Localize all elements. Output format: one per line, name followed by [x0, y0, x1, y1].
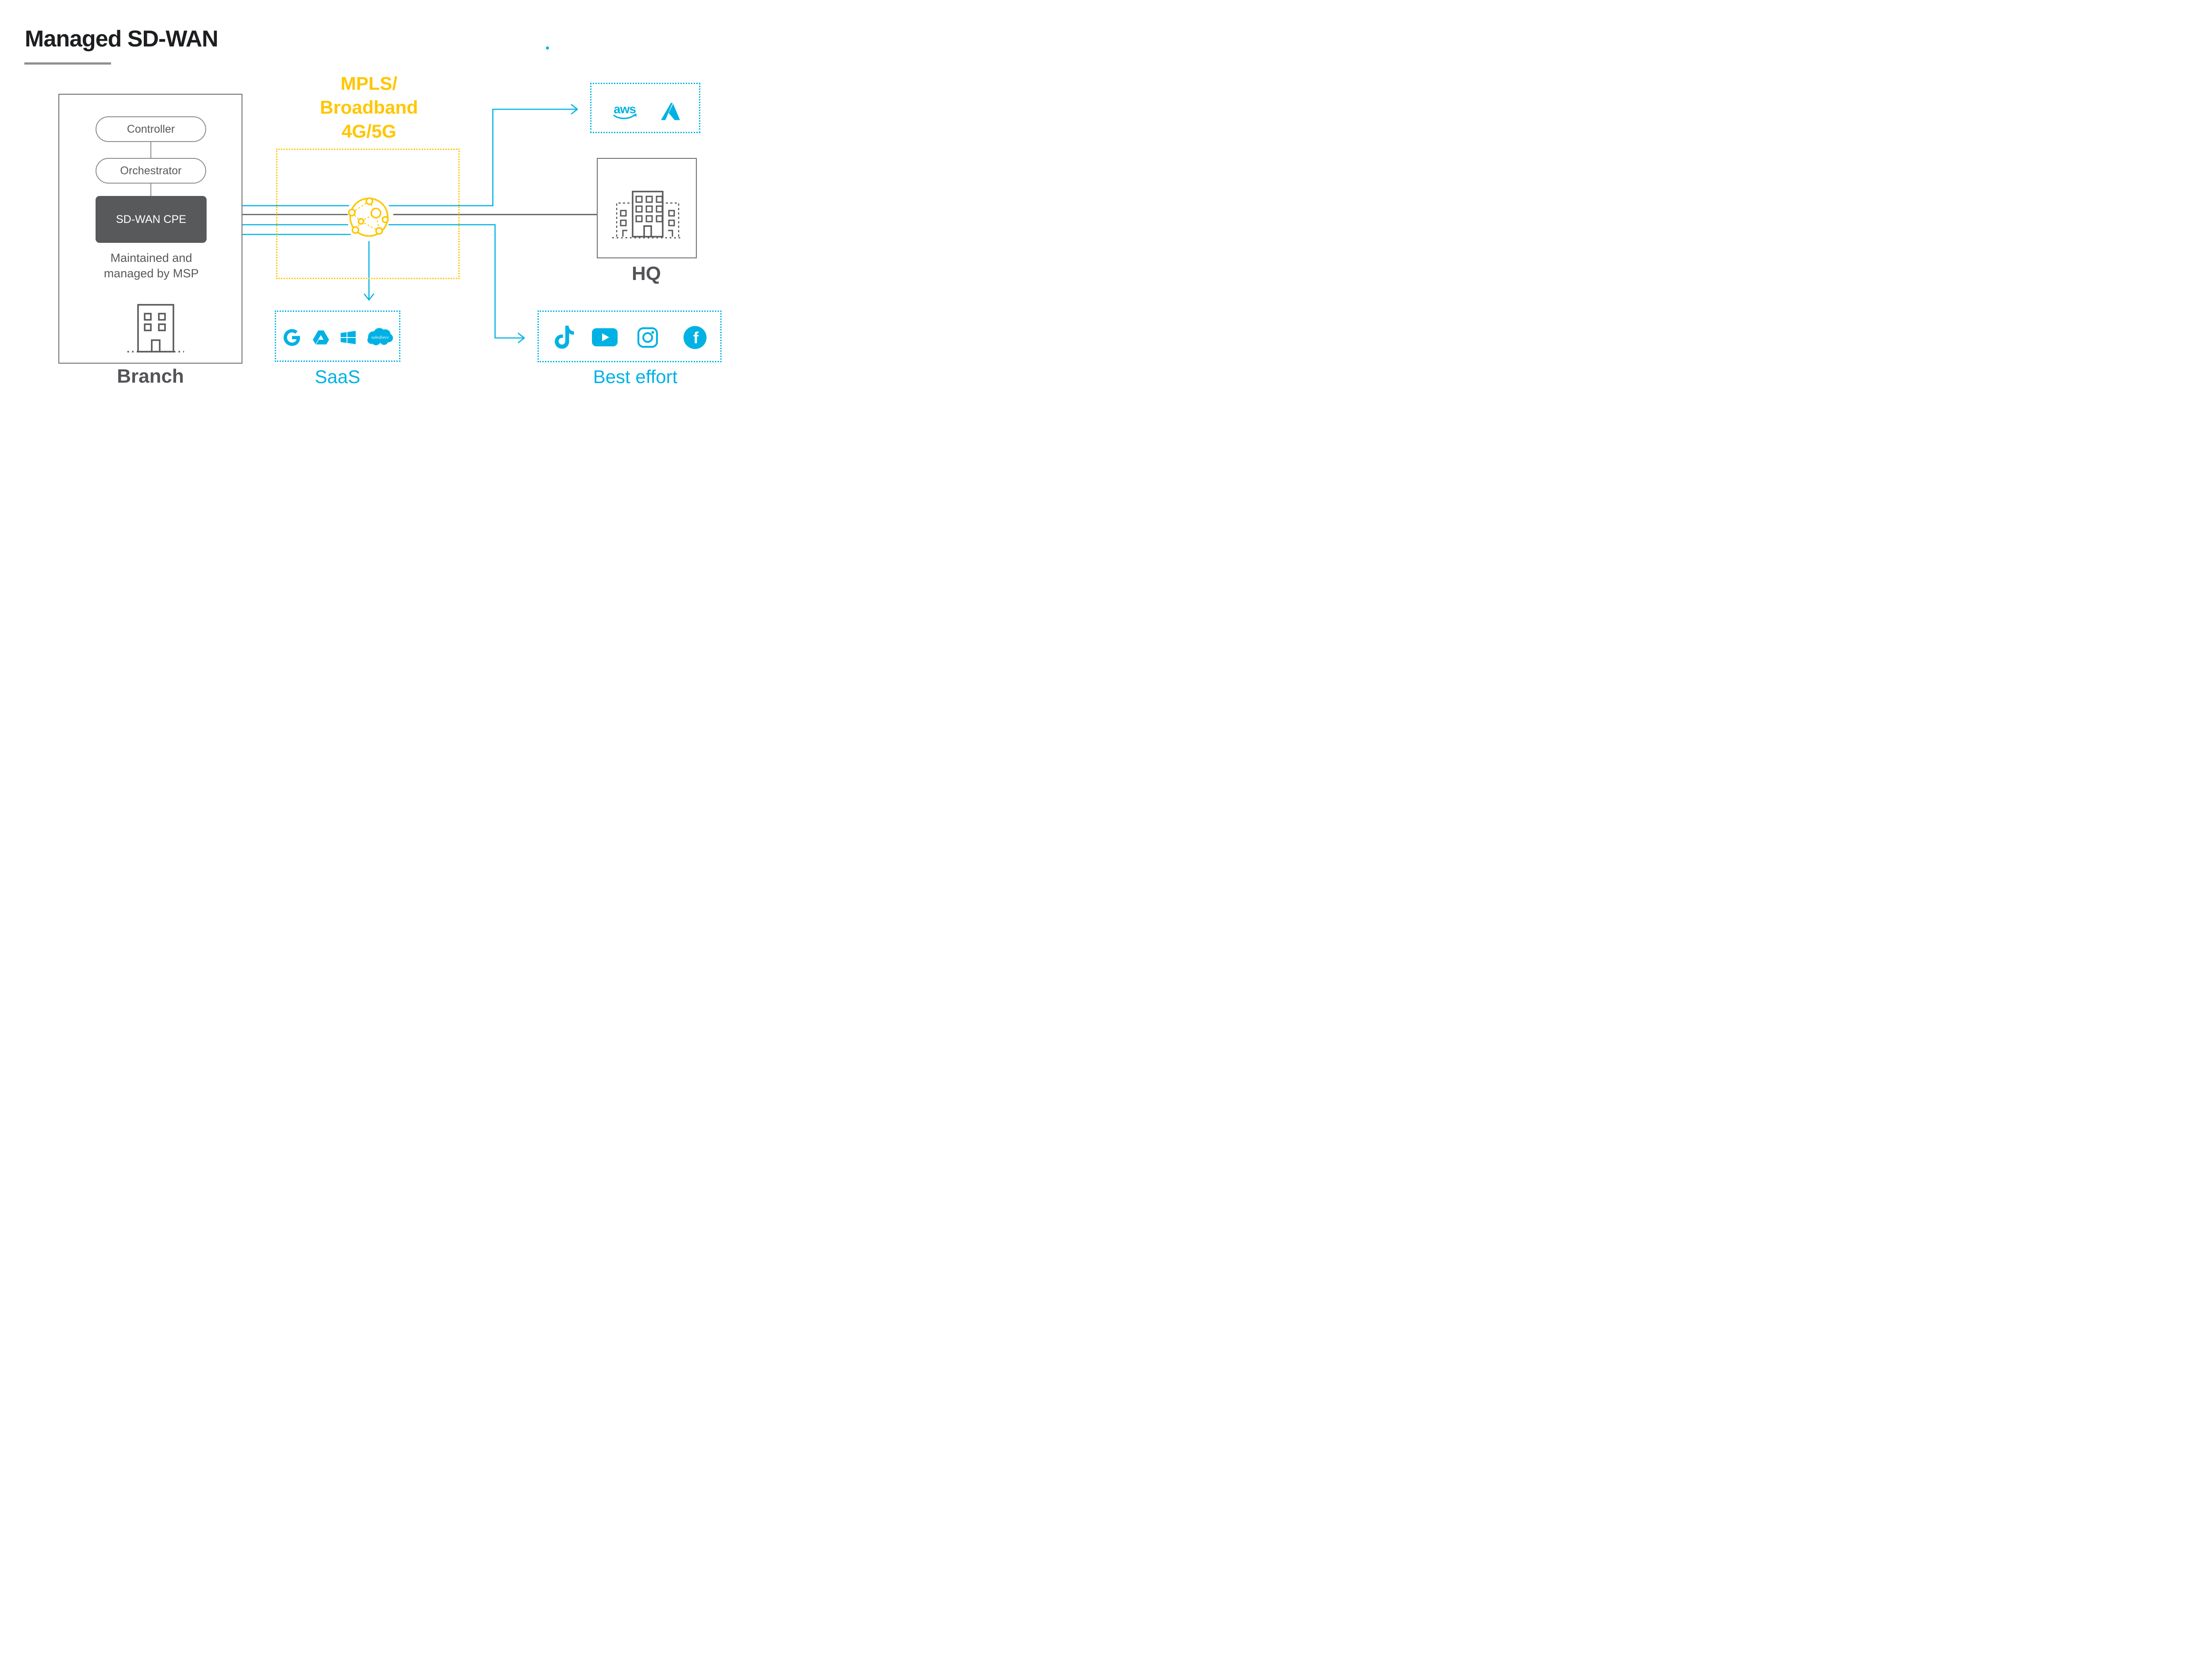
arrowhead-right-icon: [518, 332, 526, 344]
windows-icon: [341, 331, 356, 344]
arrowhead-right-icon: [571, 104, 579, 115]
arrowhead-down-icon: [363, 293, 375, 301]
controller-label: Controller: [127, 123, 175, 135]
saas-label: SaaS: [315, 366, 361, 387]
msp-note: Maintained and managed by MSP: [73, 250, 230, 281]
transport-label-line1: MPLS/: [340, 73, 398, 94]
google-drive-icon: [313, 330, 329, 345]
hq-building-icon: [612, 191, 683, 238]
managed-sdwan-diagram: Managed SD-WAN: [0, 0, 737, 416]
branch-building-icon: [127, 304, 184, 353]
branch-label: Branch: [117, 365, 184, 387]
instagram-icon: [637, 327, 658, 348]
msp-note-line1: Maintained and: [110, 251, 192, 265]
title-underline: [24, 62, 111, 65]
sdwan-cpe-node: SD-WAN CPE: [96, 196, 207, 243]
facebook-icon: f: [684, 326, 707, 349]
besteffort-label: Best effort: [593, 366, 678, 387]
stray-dot: [546, 46, 549, 50]
orchestrator-label: Orchestrator: [120, 164, 182, 177]
saas-box: salesforce: [275, 311, 400, 362]
transport-label-line2: Broadband: [320, 97, 418, 118]
transport-label: MPLS/ Broadband 4G/5G: [280, 72, 457, 143]
controller-orchestrator-connector: [150, 142, 151, 158]
orchestrator-node: Orchestrator: [96, 158, 206, 184]
azure-icon: [661, 103, 680, 120]
google-icon: [284, 329, 300, 346]
msp-note-line2: managed by MSP: [104, 267, 199, 280]
youtube-icon: [592, 328, 618, 346]
facebook-letter: f: [693, 329, 699, 347]
hq-label: HQ: [632, 263, 661, 284]
hq-box: [597, 158, 697, 258]
sdwan-cpe-label: SD-WAN CPE: [116, 213, 186, 226]
page-title: Managed SD-WAN: [25, 26, 219, 52]
controller-node: Controller: [96, 116, 206, 142]
salesforce-wordmark: salesforce: [371, 335, 389, 340]
transport-label-line3: 4G/5G: [342, 121, 396, 142]
cloud-box: aws: [590, 83, 700, 133]
salesforce-icon: salesforce: [367, 328, 393, 345]
besteffort-box: f: [538, 311, 722, 362]
orchestrator-cpe-connector: [150, 184, 151, 196]
branch-box: Controller Orchestrator SD-WAN CPE Maint…: [58, 94, 242, 364]
aws-icon: aws: [613, 103, 637, 119]
aws-wordmark: aws: [614, 103, 636, 116]
transport-dotted-box: [276, 149, 460, 279]
tiktok-icon: [555, 326, 574, 349]
